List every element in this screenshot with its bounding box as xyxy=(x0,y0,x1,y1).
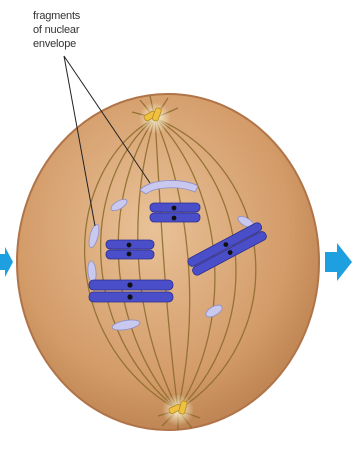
cell-body xyxy=(17,94,319,430)
left-arrow-icon xyxy=(0,247,13,277)
right-arrow-icon xyxy=(325,243,352,281)
